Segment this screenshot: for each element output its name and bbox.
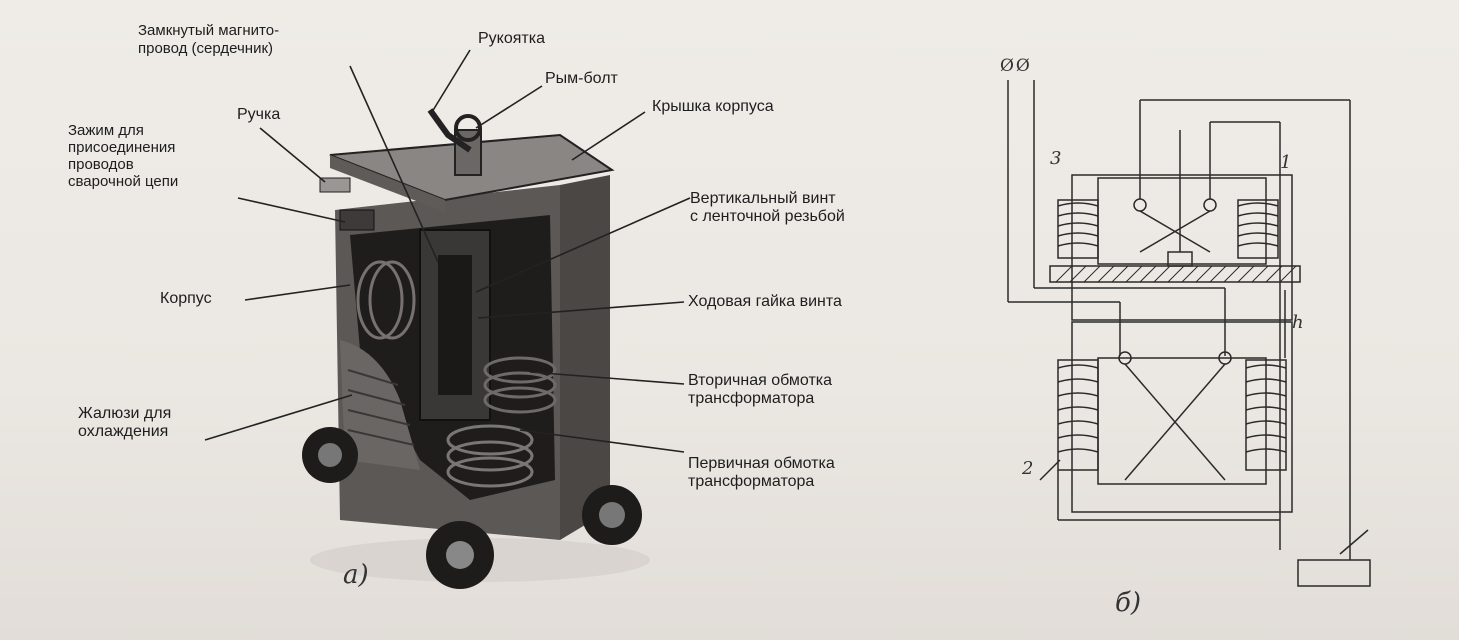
schematic-diagram	[1007, 80, 1371, 587]
upper-window	[1097, 177, 1267, 265]
louvers	[347, 369, 415, 446]
terminal-clamp	[339, 209, 375, 231]
lid-edge	[330, 155, 445, 212]
number-1: 1	[1280, 152, 1292, 173]
label-vertical-screw: Вертикальный винт с ленточной резьбой	[690, 190, 845, 225]
number-3: 3	[1050, 148, 1062, 169]
upper-node-left	[1133, 198, 1147, 212]
terminals-label: ØØ	[1000, 56, 1032, 76]
side-coil	[356, 260, 416, 340]
secondary-coil	[483, 356, 557, 414]
output-leader	[1339, 529, 1369, 555]
label-magnetic-core: Замкнутый магнито- провод (сердечник)	[138, 22, 280, 57]
wheel-back-right	[582, 485, 642, 545]
coil-2-right	[1245, 359, 1287, 471]
upper-frame	[1071, 174, 1293, 321]
figure-a: Замкнутый магнито- провод (сердечник) Ру…	[68, 22, 845, 590]
transformer-illustration	[204, 49, 691, 589]
primary-coil	[446, 424, 534, 488]
yoke-hatching	[1055, 265, 1297, 283]
carry-handle	[319, 177, 351, 193]
wheel-front	[426, 521, 494, 589]
coil-1	[1237, 199, 1279, 259]
caption-a: а)	[343, 560, 369, 590]
yoke-bar	[1049, 265, 1301, 283]
label-louvers: Жалюзи для охлаждения	[78, 405, 172, 440]
coil-2-left	[1057, 359, 1099, 471]
core-window	[438, 255, 472, 395]
dimension-h: h	[1292, 312, 1304, 333]
louver-panel	[340, 340, 420, 470]
label-secondary-winding: Вторичная обмотка трансформатора	[688, 372, 833, 407]
lower-window	[1097, 357, 1267, 485]
lower-frame	[1071, 321, 1293, 513]
housing-side	[560, 175, 610, 540]
figure-b: ØØ 3 1 2 h б)	[980, 40, 1400, 640]
number-2: 2	[1022, 458, 1034, 479]
label-crank: Рукоятка	[478, 30, 545, 47]
caption-b: б)	[1115, 588, 1142, 618]
leader-lines	[204, 49, 691, 453]
eye-bolt-ring	[454, 114, 482, 142]
label-clamp: Зажим для присоединения проводов сварочн…	[68, 122, 179, 190]
label-lid: Крышка корпуса	[652, 98, 774, 115]
label-eye-bolt: Рым-болт	[545, 70, 618, 87]
crank-handle	[427, 108, 472, 153]
label-housing: Корпус	[160, 290, 212, 307]
upper-node-right	[1203, 198, 1217, 212]
label-running-nut: Ходовая гайка винта	[688, 293, 842, 310]
coil-3	[1057, 199, 1099, 259]
wheel-back-left	[302, 427, 358, 483]
output-box	[1297, 559, 1371, 587]
label-handle: Ручка	[237, 106, 281, 123]
label-primary-winding: Первичная обмотка трансформатора	[688, 455, 835, 490]
